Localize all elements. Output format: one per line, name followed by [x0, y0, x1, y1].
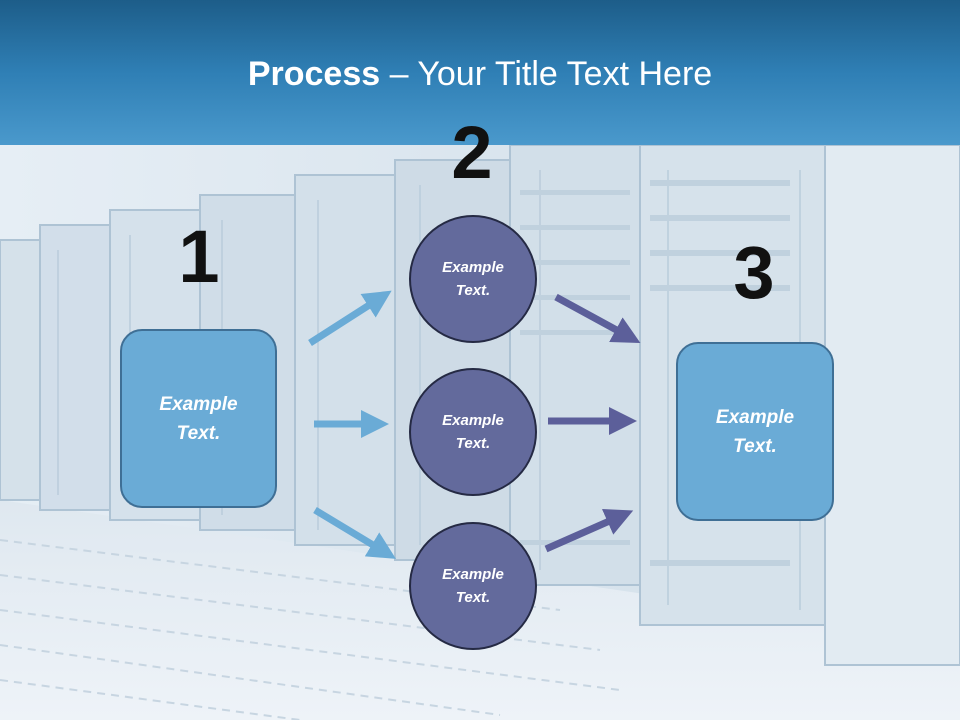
arrow-to-circle-3 — [313, 507, 396, 559]
arrow-from-circle-3 — [544, 509, 634, 553]
title-rest: – Your Title Text Here — [380, 55, 713, 93]
page-title: Process – Your Title Text Here — [0, 52, 960, 96]
step-2-circle-3[interactable]: Example Text. — [409, 522, 537, 650]
step-2-number: 2 — [451, 111, 493, 194]
header-bar — [0, 0, 960, 145]
step-3-number: 3 — [733, 231, 775, 314]
arrow-from-circle-1 — [554, 293, 641, 344]
title-bold: Process — [247, 55, 381, 93]
step-2-circle-2[interactable]: Example Text. — [409, 368, 537, 496]
step-1-number: 1 — [178, 215, 220, 298]
step-1-label: Example Text. — [159, 393, 238, 444]
step-2-circle-3-label: Example Text. — [442, 566, 504, 606]
step-2-circle-2-label: Example Text. — [442, 412, 504, 452]
step-3-box[interactable]: Example Text. — [676, 342, 834, 521]
arrow-to-circle-1 — [308, 290, 392, 346]
step-2-circle-1[interactable]: Example Text. — [409, 215, 537, 343]
step-3-label: Example Text. — [715, 406, 795, 457]
step-2-circle-1-label: Example Text. — [442, 259, 504, 299]
step-1-box[interactable]: Example Text. — [120, 329, 277, 508]
